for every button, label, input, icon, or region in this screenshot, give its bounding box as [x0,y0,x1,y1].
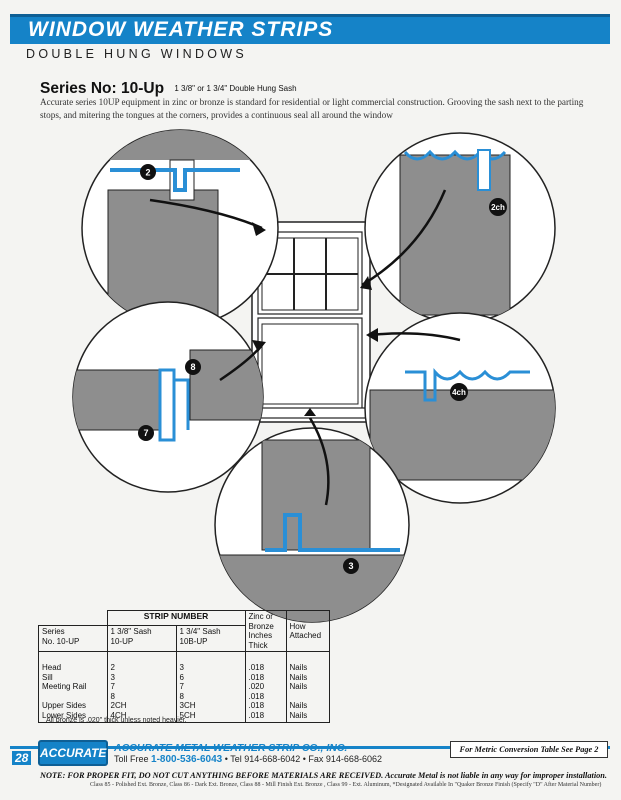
row-134: 3 6 7 8 3CH 5CH [175,651,246,723]
company-name: ACCURATE METAL WEATHER STRIP CO., INC. [114,742,348,754]
row-names: Head Sill Meeting Rail Upper Sides Lower… [38,651,108,723]
callout-2: 2 [145,168,150,178]
callout-4ch: 4ch [452,388,466,397]
proper-fit-note: NOTE: FOR PROPER FIT, DO NOT CUT ANYTHIN… [40,771,607,780]
title-banner: WINDOW WEATHER STRIPS [10,14,610,44]
strip-number-header: STRIP NUMBER [106,610,246,626]
row-how: Nails Nails Nails Nails Nails [285,651,330,723]
bronze-note: All bronze is .020" thick unless noted h… [46,717,187,724]
callout-8: 8 [190,362,195,372]
arrow-heads [252,222,378,416]
metric-conversion-note: For Metric Conversion Table See Page 2 [450,741,608,758]
row-thick: .018 .018 .020 .018 .018 .018 [244,651,287,723]
upper-side-detail-circle: 2ch [364,132,556,324]
series-description: Accurate series 10UP equipment in zinc o… [40,97,584,120]
finish-class-note: Class 85 - Polished Ext. Bronze, Class 8… [90,782,602,788]
table-body: Head Sill Meeting Rail Upper Sides Lower… [38,651,330,723]
callout-2ch: 2ch [491,203,505,212]
series-heading: Series No: 10-Up 1 3/8" or 1 3/4" Double… [40,80,297,98]
lower-side-detail-circle: 4ch [364,312,556,504]
footer-rule [10,746,610,749]
accurate-logo: ACCURATE [38,740,108,766]
row-138: 2 3 7 8 2CH 4CH [106,651,177,723]
toll-free-number: 1-800-536-6043 [151,754,223,765]
logo-text: ACCURATE [40,746,107,760]
series-title: Series No: 10-Up [40,80,165,97]
page-subtitle: DOUBLE HUNG WINDOWS [26,47,248,61]
sash-sizes: 1 3/8" or 1 3/4" Double Hung Sash [174,84,297,93]
page-title: WINDOW WEATHER STRIPS [28,18,334,41]
head-detail-circle: 2 [81,129,279,327]
page-number: 28 [12,751,32,765]
callout-7: 7 [143,428,148,438]
contact-info: Toll Free 1-800-536-6043 • Tel 914-668-6… [114,754,382,765]
meeting-rail-detail-circle: 8 7 [72,301,264,493]
callout-3: 3 [348,561,353,571]
tel-fax: • Tel 914-668-6042 • Fax 914-668-6062 [224,754,382,764]
